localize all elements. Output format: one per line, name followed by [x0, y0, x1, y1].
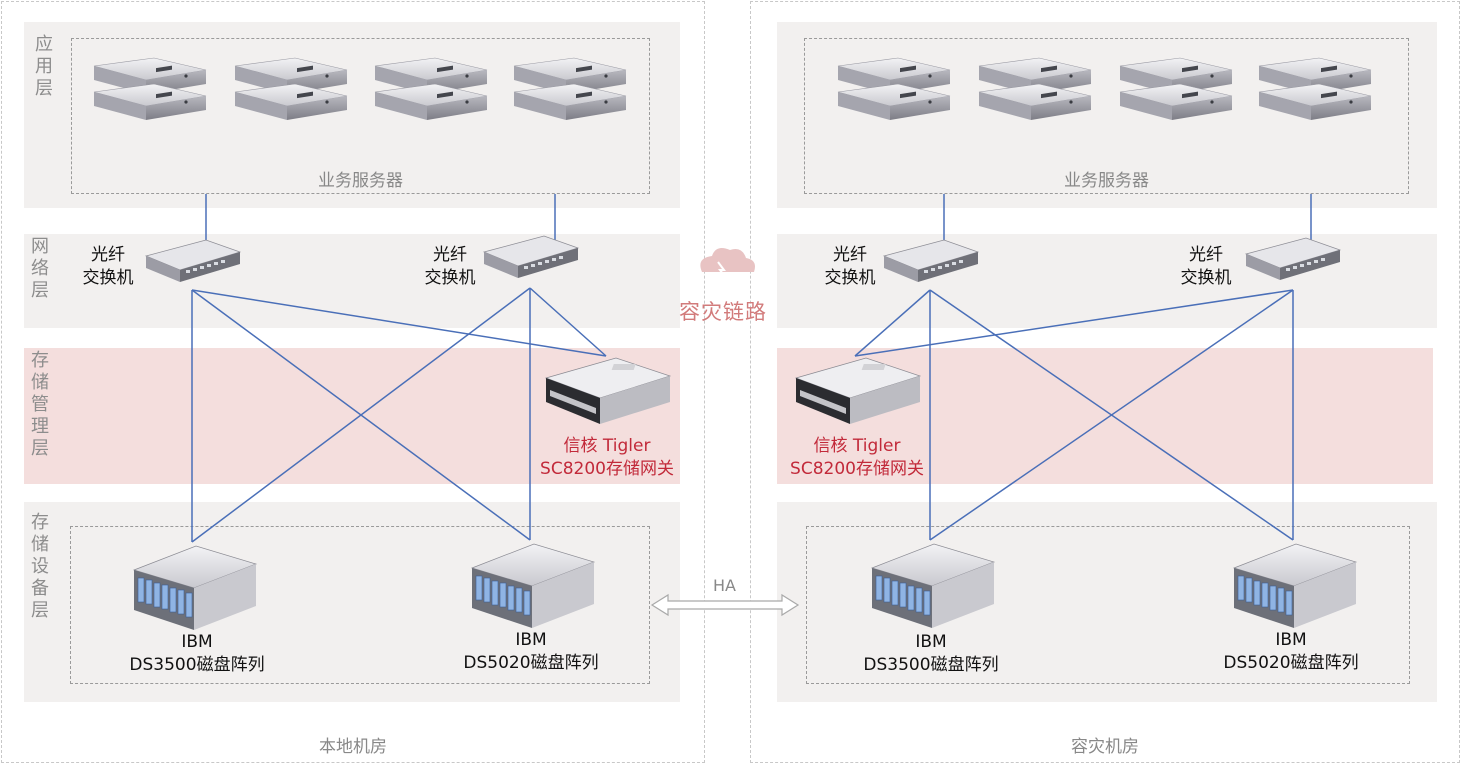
dr-site-frame [750, 1, 1460, 763]
fiber-switch-icon [145, 239, 241, 283]
fiber-switch-icon [883, 239, 979, 283]
link-line [854, 289, 931, 357]
local-storage-group [70, 526, 650, 684]
business-server-icon [979, 58, 1091, 120]
layer-label-network: 网络层 [31, 236, 49, 301]
business-server-icon [838, 58, 950, 120]
business-server-icon [514, 58, 626, 120]
dr-server-group [804, 38, 1409, 194]
link-line [191, 287, 531, 543]
local-switch-2-label: 光纤交换机 [424, 245, 476, 288]
layer-label-storage-mgmt: 存储管理层 [31, 350, 49, 459]
local-business-servers-caption: 业务服务器 [318, 171, 403, 191]
storage-gateway-icon [795, 357, 921, 425]
storage-gateway-icon [545, 357, 671, 425]
business-server-icon [375, 58, 487, 120]
dr-switch-1-label: 光纤交换机 [824, 245, 876, 288]
disk-array-icon [1233, 543, 1357, 629]
disk-array-icon [871, 543, 995, 629]
dr-site-name: 容灾机房 [1071, 737, 1139, 757]
link-line [929, 289, 1294, 541]
business-server-icon [235, 58, 347, 120]
dr-switch-2-label: 光纤交换机 [1180, 245, 1232, 288]
fiber-switch-icon [483, 235, 579, 279]
link-line [854, 289, 1294, 357]
link-line [191, 289, 607, 357]
ha-arrow-icon [650, 593, 800, 617]
dr-business-servers-caption: 业务服务器 [1064, 171, 1149, 191]
business-server-icon [1120, 58, 1232, 120]
layer-label-app: 应用层 [35, 34, 53, 99]
layer-label-storage-device: 存储设备层 [31, 512, 49, 621]
local-switch-1-label: 光纤交换机 [82, 245, 134, 288]
disk-array-icon [133, 545, 257, 631]
local-server-group [71, 38, 650, 194]
fiber-switch-icon [1245, 237, 1341, 281]
link-line [529, 287, 607, 357]
disk-array-icon [471, 543, 595, 629]
dr-link-label: 容灾链路 [679, 300, 767, 324]
dr-storage-group [806, 526, 1410, 684]
ha-label: HA [713, 576, 736, 595]
business-server-icon [1259, 58, 1371, 120]
local-site-name: 本地机房 [319, 737, 387, 757]
cloud-icon [700, 248, 755, 279]
business-server-icon [94, 58, 206, 120]
local-site-frame [1, 1, 705, 763]
link-lines [191, 194, 1312, 543]
